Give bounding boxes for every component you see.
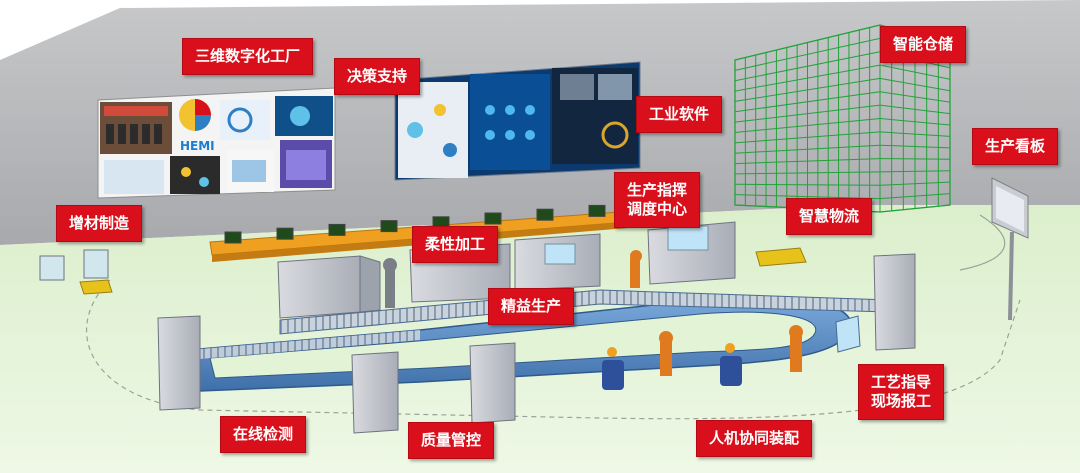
desk-monitor bbox=[484, 212, 502, 225]
agv-carts bbox=[79, 247, 807, 295]
wall-logo-text: HEMI bbox=[180, 139, 215, 153]
desk-monitor bbox=[328, 223, 346, 236]
callout-production-board: 生产看板 bbox=[972, 128, 1059, 165]
callout-process-guidance-line1: 工艺指导 bbox=[871, 373, 932, 391]
production-board-screen bbox=[991, 177, 1029, 321]
additive-printers bbox=[39, 249, 109, 281]
wall-dashboard bbox=[394, 61, 641, 181]
desk-monitor bbox=[276, 227, 294, 240]
industrial-robots bbox=[383, 250, 803, 390]
callout-decision-support: 决策支持 bbox=[334, 58, 421, 95]
callout-command-center: 生产指挥 调度中心 bbox=[614, 172, 701, 228]
desk-monitor bbox=[588, 204, 606, 217]
callout-industrial-software: 工业软件 bbox=[636, 96, 723, 133]
desk-monitors bbox=[224, 204, 606, 244]
callout-human-robot-assembly: 人机协同装配 bbox=[696, 420, 813, 457]
inspection-cabinets bbox=[351, 342, 516, 434]
callout-quality-control: 质量管控 bbox=[408, 422, 495, 459]
desk-monitor bbox=[380, 220, 398, 233]
callout-process-guidance-line2: 现场报工 bbox=[871, 392, 932, 410]
callout-smart-logistics: 智慧物流 bbox=[786, 198, 873, 235]
callout-process-guidance: 工艺指导 现场报工 bbox=[858, 364, 945, 420]
desk-monitor bbox=[536, 208, 554, 221]
callout-online-inspection: 在线检测 bbox=[220, 416, 307, 453]
callout-digital-factory: 三维数字化工厂 bbox=[182, 38, 314, 75]
desk-monitor bbox=[224, 231, 242, 244]
callout-additive-manufacturing: 增材制造 bbox=[56, 205, 143, 242]
callout-flexible-machining: 柔性加工 bbox=[412, 226, 499, 263]
callout-smart-warehouse: 智能仓储 bbox=[880, 26, 967, 63]
callout-command-center-line1: 生产指挥 bbox=[627, 181, 688, 199]
callout-lean-production: 精益生产 bbox=[488, 288, 575, 325]
callout-command-center-line2: 调度中心 bbox=[627, 200, 688, 218]
wall-collage-left: HEMI bbox=[97, 87, 336, 199]
guidance-terminal bbox=[835, 315, 861, 353]
gantry-frames bbox=[157, 253, 916, 411]
